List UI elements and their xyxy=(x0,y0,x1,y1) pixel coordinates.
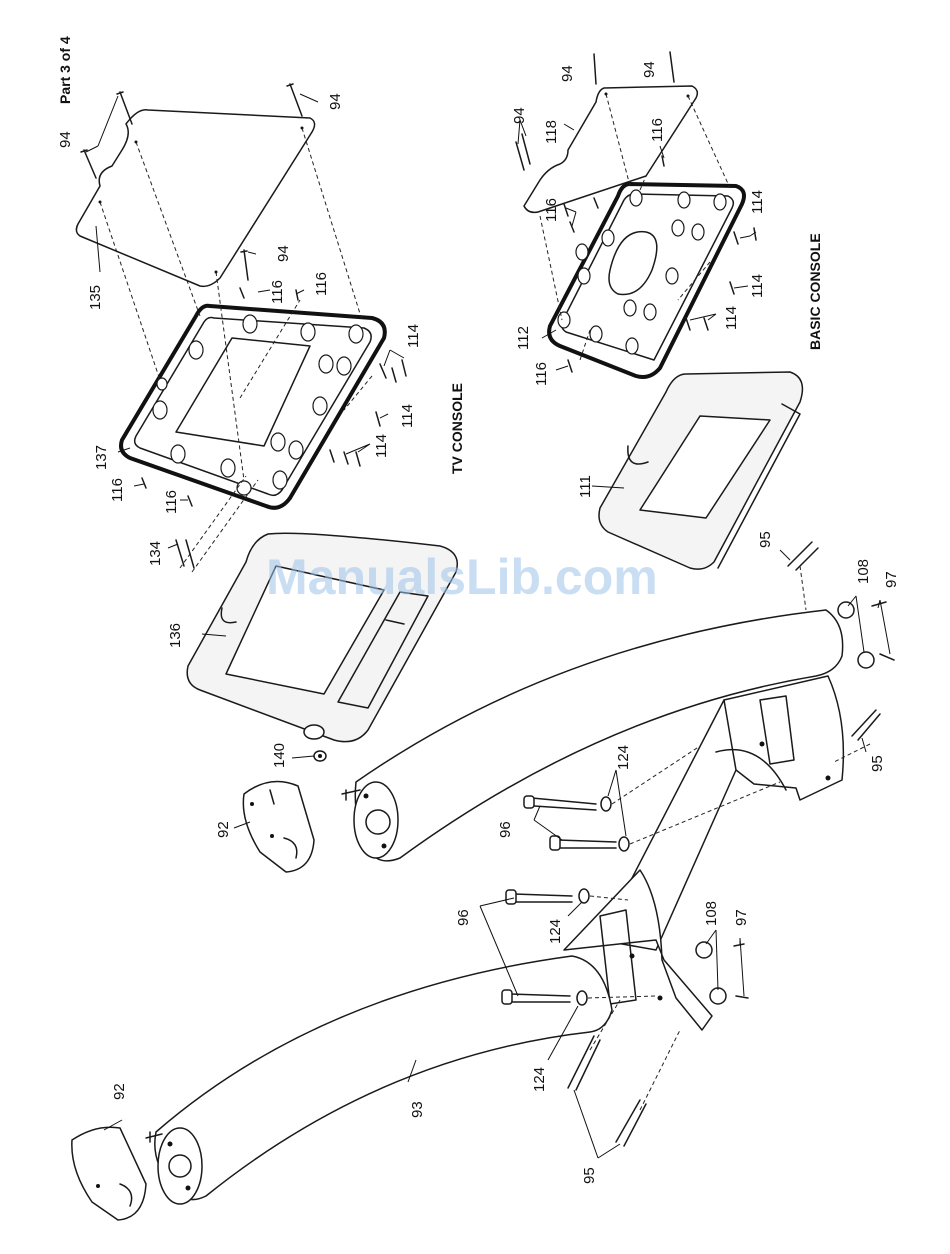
callout-96: 96 xyxy=(455,909,472,926)
callout-92: 92 xyxy=(215,821,232,838)
callout-97: 97 xyxy=(733,909,750,926)
callout-114: 114 xyxy=(749,190,766,214)
tv-console-frame-137 xyxy=(121,306,385,508)
callout-94: 94 xyxy=(511,107,528,124)
callout-112: 112 xyxy=(515,326,532,350)
callout-97: 97 xyxy=(883,571,900,588)
basic-console-title: BASIC CONSOLE xyxy=(807,233,823,350)
callout-140: 140 xyxy=(271,743,288,768)
callout-137: 137 xyxy=(93,445,110,470)
callout-135: 135 xyxy=(87,285,104,310)
callout-95: 95 xyxy=(581,1167,598,1184)
callout-94: 94 xyxy=(327,93,344,110)
callout-118: 118 xyxy=(543,120,560,144)
basic-cover-plate-118 xyxy=(524,86,697,212)
end-cap-92-lower xyxy=(72,1127,146,1220)
callout-114: 114 xyxy=(399,404,416,428)
callout-124: 124 xyxy=(531,1067,548,1092)
callout-116: 116 xyxy=(533,362,550,386)
tv-console-title: TV CONSOLE xyxy=(449,383,465,474)
callout-136: 136 xyxy=(167,623,184,648)
callout-95: 95 xyxy=(869,755,886,772)
callout-116: 116 xyxy=(109,478,126,502)
callout-93: 93 xyxy=(409,1101,426,1118)
callout-114: 114 xyxy=(405,324,422,348)
page-label: Part 3 of 4 xyxy=(57,36,73,104)
callout-116: 116 xyxy=(269,280,286,304)
callout-95: 95 xyxy=(757,531,774,548)
callout-114: 114 xyxy=(723,306,740,330)
callout-134: 134 xyxy=(147,541,164,566)
callout-108: 108 xyxy=(855,559,872,584)
callout-124: 124 xyxy=(547,919,564,944)
callout-94: 94 xyxy=(57,131,74,148)
callout-114: 114 xyxy=(749,274,766,298)
callout-92: 92 xyxy=(111,1083,128,1100)
callout-114: 114 xyxy=(373,434,390,458)
end-cap-92-upper xyxy=(243,782,314,873)
callout-94: 94 xyxy=(275,245,292,262)
callout-96: 96 xyxy=(497,821,514,838)
callout-108: 108 xyxy=(703,901,720,926)
callout-116: 116 xyxy=(163,490,180,514)
callout-124: 124 xyxy=(615,745,632,770)
bracket-upper xyxy=(724,676,843,800)
callout-94: 94 xyxy=(559,65,576,82)
callout-116: 116 xyxy=(543,198,560,222)
watermark: ManualsLib.com xyxy=(266,549,658,605)
part-140 xyxy=(314,751,326,761)
callout-94: 94 xyxy=(641,61,658,78)
basic-console-frame-112 xyxy=(549,184,744,377)
callout-116: 116 xyxy=(313,272,330,296)
callout-111: 111 xyxy=(577,475,594,498)
callout-116: 116 xyxy=(649,118,666,142)
